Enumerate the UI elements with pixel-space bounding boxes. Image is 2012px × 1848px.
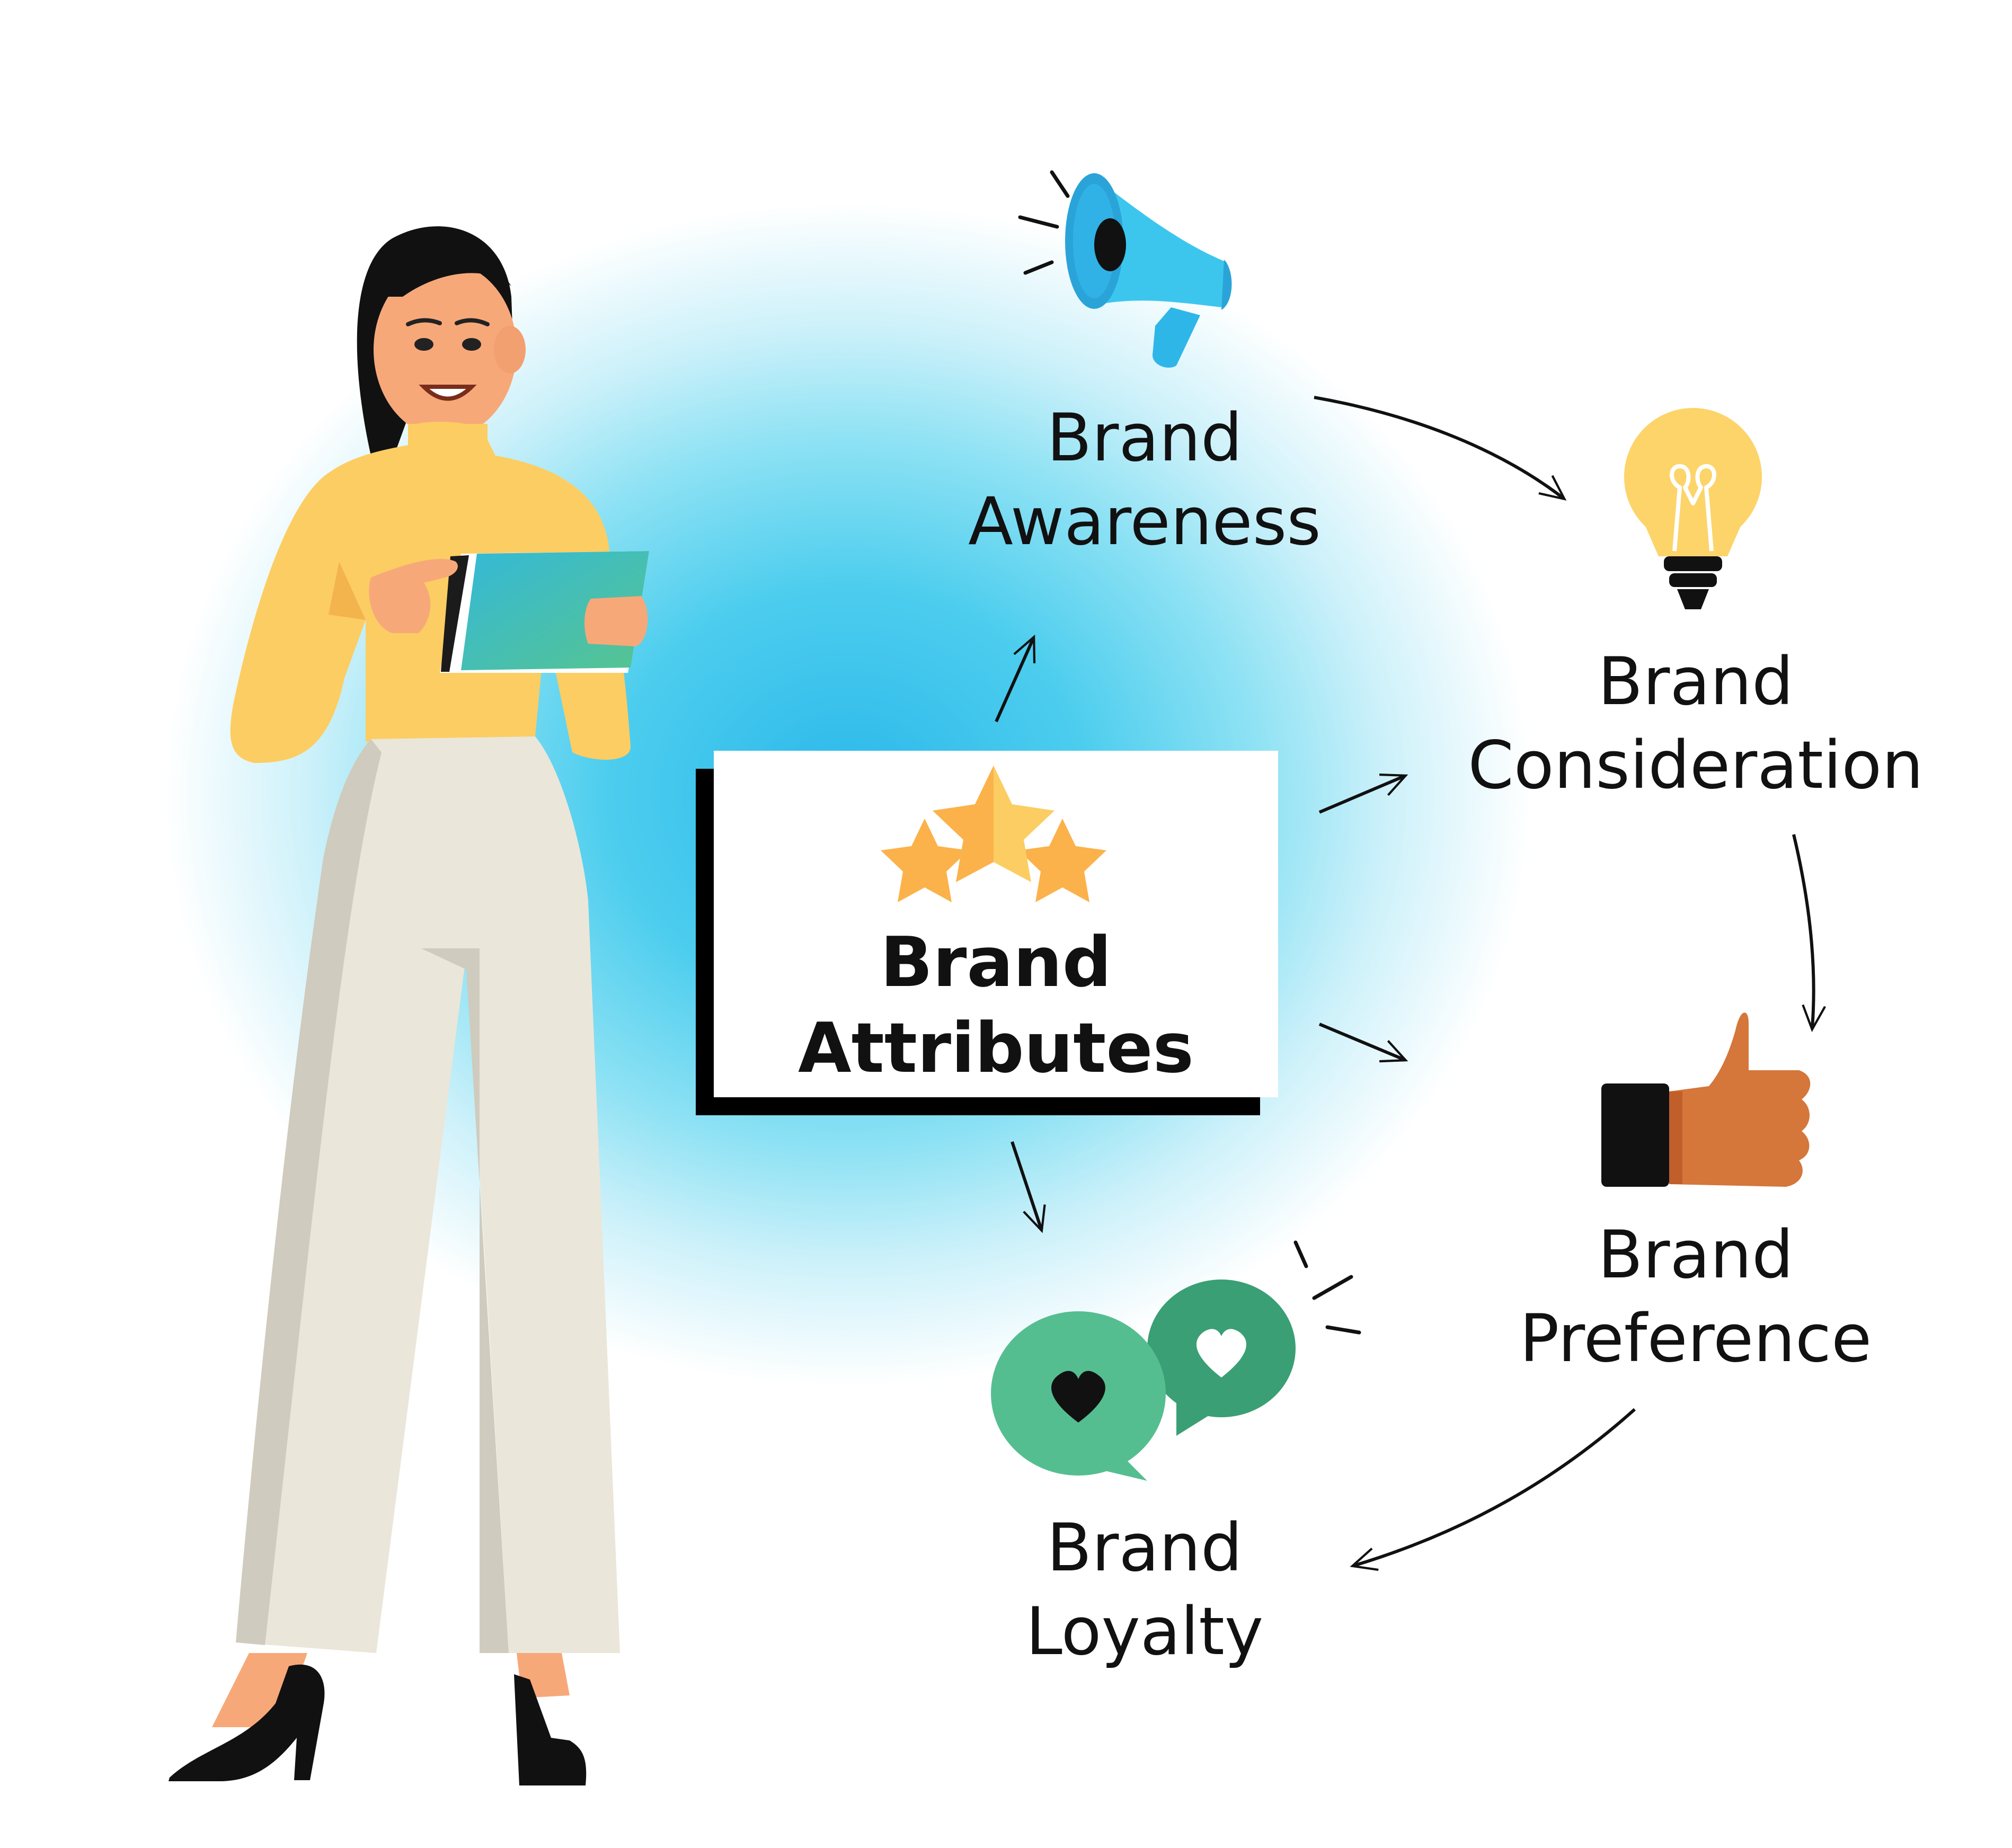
thumbs-up-icon [1601,1012,1811,1187]
arrow-to-awareness [995,634,1036,723]
center-label-brand-attributes: Brand Attributes [714,919,1278,1091]
label-line-1: Brand [1598,644,1794,720]
face [374,262,517,437]
label-brand-consideration: Brand Consideration [1431,640,1961,807]
left-hand [369,558,458,633]
label-brand-preference: Brand Preference [1431,1213,1961,1381]
left-shoe [169,1664,325,1781]
megaphone-icon [1018,170,1232,368]
arrow-to-loyalty [1011,1141,1046,1233]
arrow-to-preference [1318,1023,1408,1063]
heart-chat-bubbles-icon [991,1240,1361,1481]
arrows [995,396,1826,1571]
arrow-consideration-to-preference [1792,834,1826,1032]
arrow-to-consideration [1318,774,1408,814]
stars-icon [881,766,1106,902]
sweater [230,422,631,763]
label-brand-awareness: Brand Awareness [933,396,1357,564]
right-shoe [514,1674,587,1785]
label-line-2: Preference [1519,1301,1872,1377]
center-line-1: Brand [880,922,1112,1002]
label-line-1: Brand [1047,1510,1243,1586]
label-line-1: Brand [1598,1217,1794,1293]
lightbulb-icon [1624,408,1762,609]
label-line-2: Awareness [968,484,1321,560]
center-line-2: Attributes [798,1008,1194,1088]
right-hand [584,596,648,646]
arrow-preference-to-loyalty [1350,1408,1636,1571]
label-line-2: Loyalty [1025,1594,1264,1670]
arrow-awareness-to-consideration [1314,396,1567,501]
label-brand-loyalty: Brand Loyalty [933,1506,1357,1674]
label-line-2: Consideration [1468,727,1924,804]
woman-illustration [169,226,649,1785]
label-line-1: Brand [1047,400,1243,476]
